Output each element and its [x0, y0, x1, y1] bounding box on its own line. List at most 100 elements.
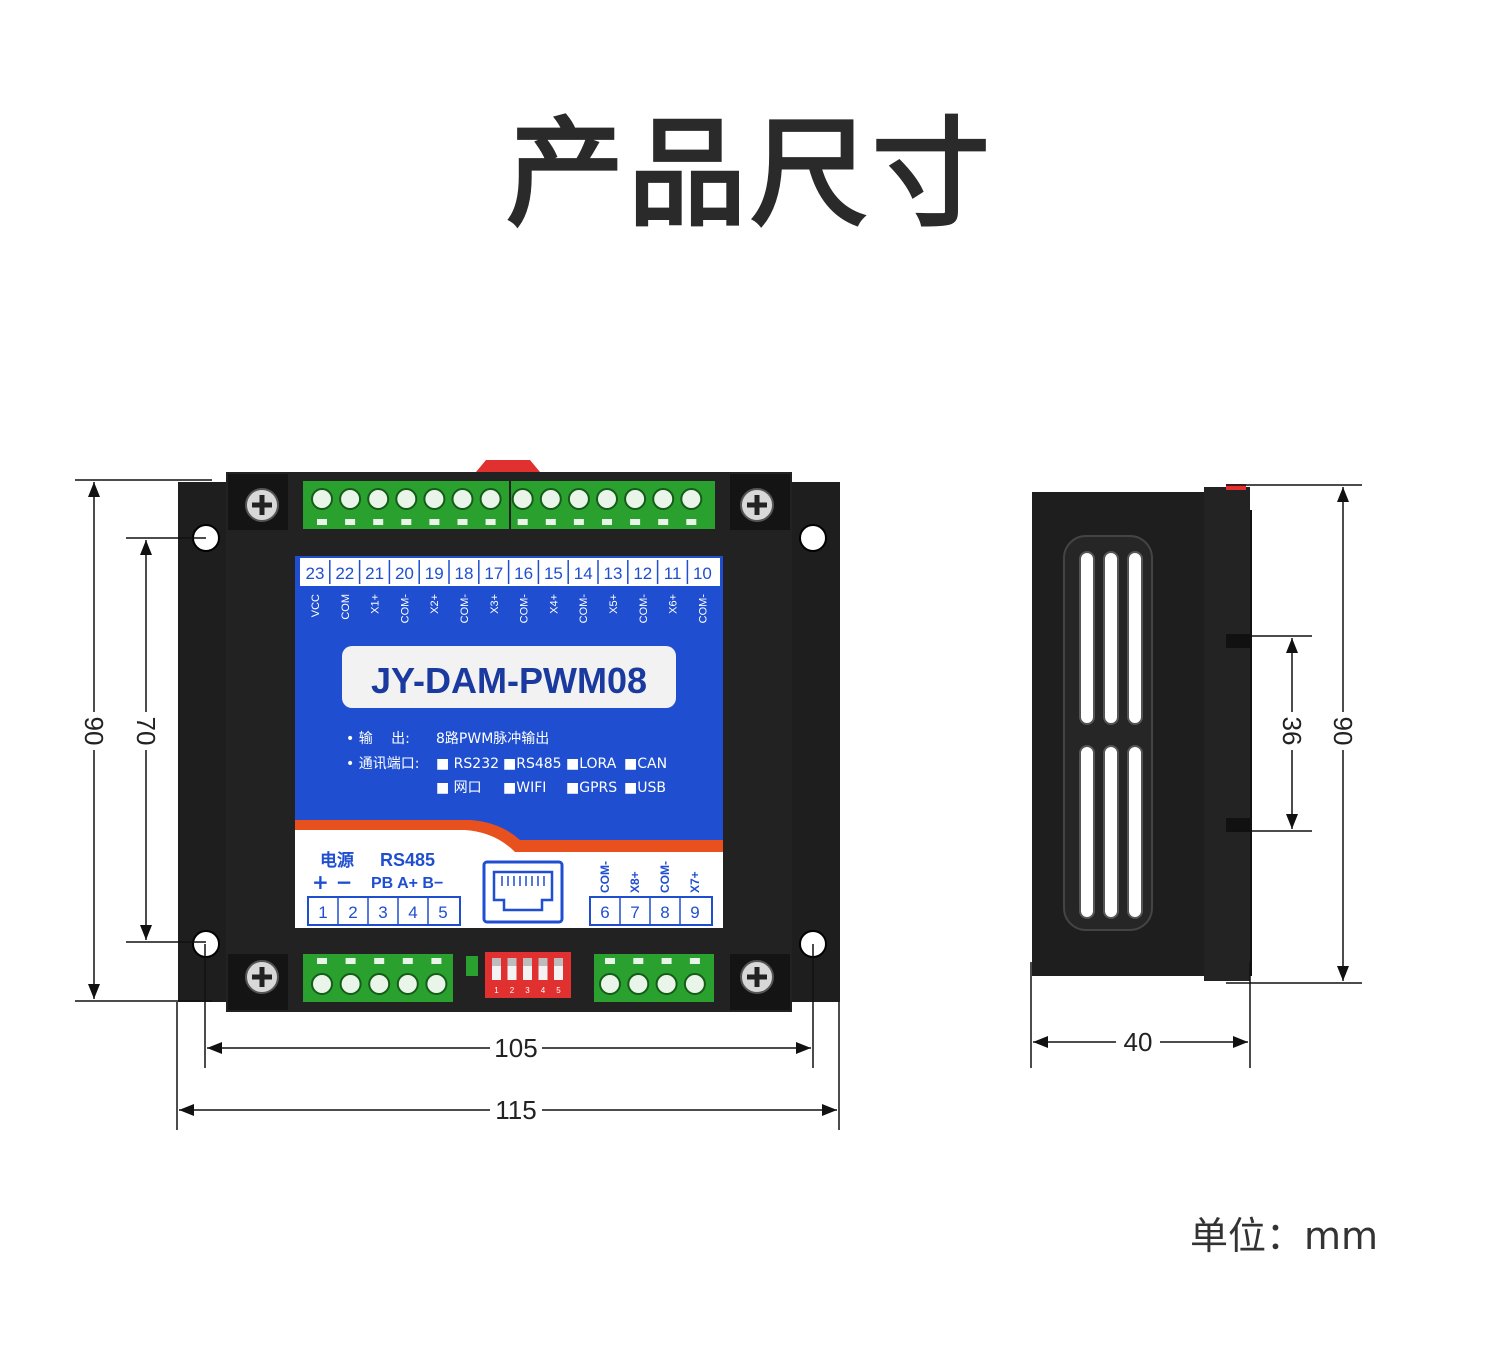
bottom-left-number: 5 — [438, 903, 447, 922]
vent-slot — [1103, 745, 1119, 919]
power-label: 电源 — [320, 850, 354, 871]
terminal-screw-icon — [627, 973, 650, 995]
top-terminal-number: 11 — [664, 564, 682, 583]
top-terminal-number: 19 — [425, 564, 444, 583]
dip-lever — [523, 958, 532, 980]
dim-width-outer: 115 — [495, 1095, 536, 1125]
dim-height-outer: 90 — [79, 717, 109, 746]
port-option: ■ RS232 — [436, 756, 499, 772]
side-vent-slots — [1079, 551, 1143, 919]
top-terminal-label: COM — [340, 594, 352, 620]
top-terminal-number: 12 — [633, 564, 652, 583]
terminal-screw-icon — [367, 488, 390, 510]
terminal-screw-icon — [511, 488, 534, 510]
top-terminal-number: 21 — [365, 564, 384, 583]
port-option: ■WIFI — [503, 780, 546, 796]
terminal-screw-icon — [451, 488, 474, 510]
terminal-screw-icon — [539, 488, 562, 510]
terminal-slot — [517, 519, 528, 525]
terminal-slot — [573, 519, 584, 525]
port-option: ■RS485 — [503, 756, 562, 772]
bottom-right-number: 6 — [600, 903, 609, 922]
dip-number: 3 — [525, 986, 530, 995]
side-rail-clip — [1204, 487, 1250, 981]
terminal-screw-icon — [680, 488, 703, 510]
ports-label: • 通讯端口: — [346, 756, 419, 772]
output-value: 8路PWM脉冲输出 — [436, 731, 549, 747]
front-dimension-lines — [75, 479, 840, 1130]
dim-side-depth: 40 — [1124, 1027, 1153, 1057]
vent-slot — [1127, 745, 1143, 919]
dim-side-height: 90 — [1328, 717, 1358, 746]
top-terminal-label: COM- — [519, 594, 531, 624]
bottom-right-label: COM- — [658, 861, 672, 893]
terminal-slot — [686, 519, 697, 525]
side-view — [1032, 484, 1252, 981]
ethernet-port-icon — [482, 860, 564, 924]
port-option: ■ 网口 — [436, 780, 482, 796]
terminal-screw-icon — [683, 973, 706, 995]
terminal-screw-icon — [396, 973, 419, 995]
top-terminal-number: 15 — [544, 564, 563, 583]
terminal-slot — [457, 519, 468, 525]
top-terminal-number: 20 — [395, 564, 414, 583]
top-terminal-number: 16 — [514, 564, 533, 583]
bottom-left-number: 2 — [348, 903, 357, 922]
bottom-right-label: COM- — [598, 861, 612, 893]
dim-height-inner: 70 — [131, 717, 161, 746]
ports-row-2: ■ 网口■WIFI■GPRS■USB — [436, 780, 666, 796]
dip-number: 5 — [556, 986, 561, 995]
bottom-right-number: 7 — [630, 903, 639, 922]
terminal-screw-icon — [599, 973, 621, 995]
top-terminal-number: 17 — [484, 564, 503, 583]
vent-slot — [1079, 745, 1095, 919]
dip-lever — [554, 958, 563, 980]
top-terminal-label: COM- — [399, 594, 411, 624]
bottom-left-number-strip — [307, 896, 461, 926]
terminal-screw-icon — [425, 973, 448, 995]
top-terminal-number: 14 — [574, 564, 593, 583]
terminal-screw-icon — [311, 488, 333, 510]
dip-lever — [492, 958, 501, 980]
dip-lever — [538, 958, 548, 980]
page-title: 产品尺寸 — [505, 105, 994, 243]
vent-slot — [1127, 551, 1143, 725]
top-terminal-label: VCC — [310, 594, 322, 617]
terminal-slot — [602, 519, 612, 525]
terminal-slot — [485, 519, 496, 525]
dip-number: 1 — [494, 986, 499, 995]
bottom-left-number: 1 — [318, 903, 327, 922]
top-terminal-label: X6+ — [668, 594, 680, 614]
terminal-screw-icon — [652, 488, 675, 510]
top-terminal-number: 23 — [306, 564, 325, 583]
right-flange — [792, 482, 840, 1002]
terminal-screw-icon — [339, 488, 362, 510]
rs485-pins: PB A+ B− — [371, 875, 443, 892]
port-option: ■LORA — [566, 756, 617, 772]
bottom-right-number: 9 — [690, 903, 699, 922]
top-terminal-label: COM- — [459, 594, 471, 624]
top-terminal-label: COM- — [578, 594, 590, 624]
top-terminal-number: 10 — [693, 564, 712, 583]
top-terminal-label: COM- — [638, 594, 650, 624]
top-terminal-label: X1+ — [370, 594, 382, 614]
output-label: • 输 出: — [346, 731, 410, 747]
terminal-slot — [317, 519, 327, 525]
terminal-screw-icon — [596, 488, 618, 510]
terminal-slot — [429, 519, 440, 525]
unit-label: 单位：mm — [1190, 1214, 1379, 1258]
top-terminal-number: 22 — [335, 564, 354, 583]
terminal-slot — [658, 519, 669, 525]
terminal-number-strip — [300, 558, 720, 586]
terminal-screw-icon — [655, 973, 678, 995]
terminal-slot — [545, 519, 556, 525]
bottom-right-label: X7+ — [688, 871, 702, 893]
dim-width-inner: 105 — [494, 1033, 537, 1063]
top-terminal-label: X2+ — [429, 594, 441, 614]
terminal-screws-bottom — [311, 958, 706, 995]
top-terminal-number: 18 — [455, 564, 474, 583]
terminal-screw-icon — [339, 973, 362, 995]
